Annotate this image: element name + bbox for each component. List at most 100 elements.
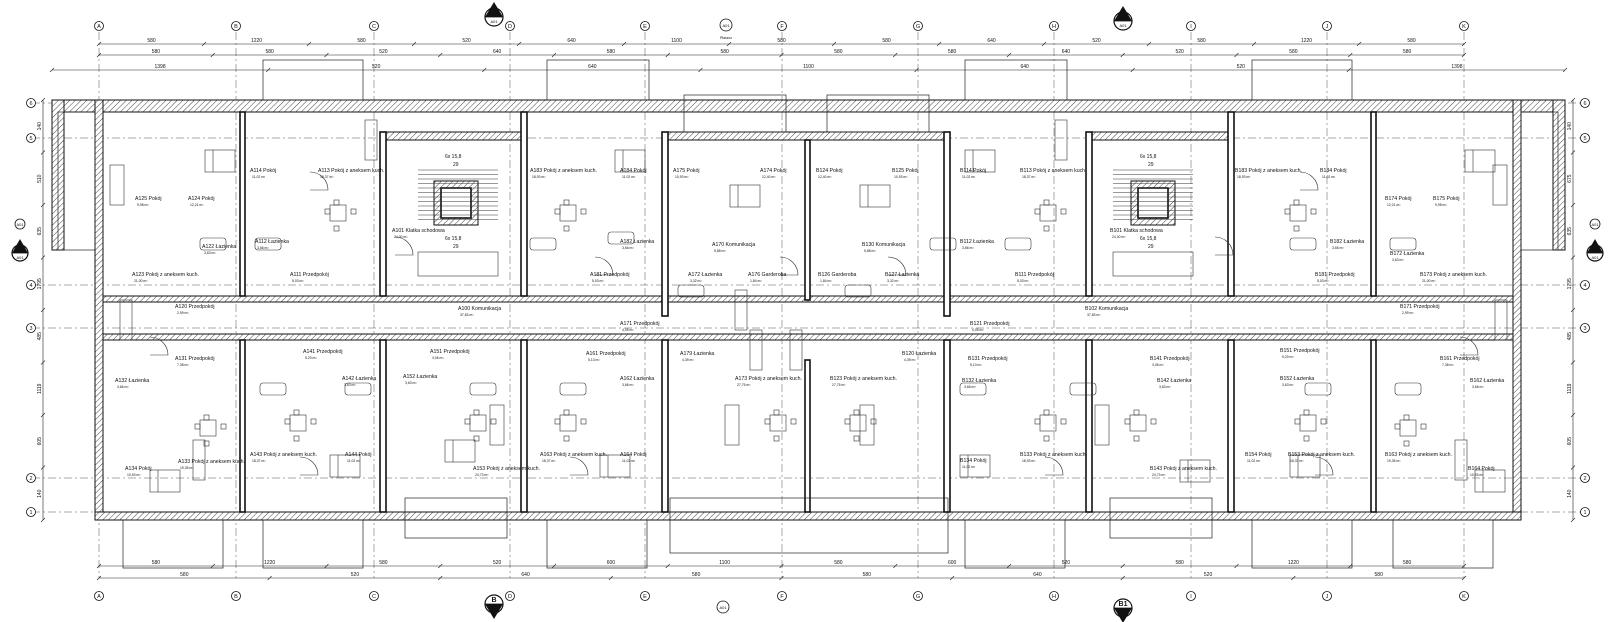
balcony	[546, 519, 648, 569]
axis-label: 3	[1583, 326, 1586, 332]
chair	[1043, 225, 1050, 232]
dining-table	[1399, 419, 1417, 437]
door-swing	[299, 456, 319, 476]
dimension-value: 640	[1033, 572, 1042, 578]
bed	[964, 149, 996, 173]
room-area: 27,75 m²	[832, 383, 846, 387]
stair-steps-lower-b: 29	[1148, 244, 1154, 250]
room-area: 12,21 m²	[1387, 203, 1401, 207]
chair	[1150, 418, 1157, 425]
dimension-tick	[411, 41, 417, 47]
stair-landing	[417, 251, 499, 277]
dimension-tick	[1120, 52, 1125, 58]
dimension-tick	[893, 52, 898, 58]
side-balcony	[57, 111, 96, 251]
dimension-value: 580	[834, 49, 843, 55]
room-area: 3,66 m²	[964, 385, 976, 389]
dimension-tick	[1146, 41, 1152, 47]
dimension-tick	[1461, 575, 1467, 581]
stair-labels: 6x 15,8 29 6x 15,8 29 6x 15,8 29 6x 15,8…	[445, 154, 1157, 250]
room-label: A133 Pokój z aneksem kuch.	[178, 459, 245, 465]
dimension-tick	[936, 41, 942, 47]
dimension-tick	[1562, 67, 1568, 73]
room-label: B173 Pokój z aneksem kuch.	[1420, 272, 1487, 278]
room-label: A113 Pokój z aneksem kuch.	[318, 168, 385, 174]
room-area: 19,35 m²	[1387, 459, 1401, 463]
axis-bubble	[777, 21, 787, 31]
axis-label: I	[1190, 594, 1192, 600]
axis-label: 1	[1583, 510, 1586, 516]
dimension-tick	[1570, 517, 1576, 523]
sofa	[1094, 404, 1110, 446]
outer-wall	[94, 99, 104, 521]
dimension-value: 580	[152, 560, 161, 566]
room-area: 37,83 m²	[460, 313, 474, 317]
chair	[1284, 208, 1291, 215]
dimension-value: 1100	[719, 560, 730, 566]
dimension-tick	[1234, 563, 1239, 569]
kitchen-counter	[364, 119, 378, 161]
room-label: B183 Pokój z aneksem kuch.	[1235, 168, 1302, 174]
outer-wall	[384, 131, 528, 141]
dimension-value: 640	[521, 572, 530, 578]
dining-table	[1039, 414, 1057, 432]
room-area: 5,13 m²	[588, 358, 600, 362]
dimension-value: 520	[372, 64, 381, 70]
room-label: A183 Pokój z aneksem kuch.	[530, 168, 597, 174]
chair	[220, 423, 227, 430]
room-area: 24,30 m²	[394, 235, 408, 239]
room-area: 3,63 m²	[344, 383, 356, 387]
dimension-tick	[1461, 52, 1467, 58]
room-label: B172 Łazienka	[1390, 251, 1424, 257]
corridor-wall	[102, 333, 1514, 341]
detail-note: Płaszcz	[720, 36, 732, 40]
bathtub	[1069, 382, 1097, 396]
outer-wall	[51, 99, 1566, 113]
chair	[563, 435, 570, 442]
room-label: A179 Łazienka	[680, 351, 714, 357]
room-area: 37,83 m²	[1087, 313, 1101, 317]
dining-table	[559, 204, 577, 222]
kitchen-counter	[749, 329, 763, 371]
room-label: B133 Pokój z aneksem kuch.	[1020, 452, 1087, 458]
partition-wall	[1227, 339, 1235, 513]
axis-bubble	[231, 591, 241, 601]
chair	[1060, 208, 1067, 215]
balcony	[262, 519, 364, 569]
axis-label: F	[780, 594, 784, 600]
outer-wall	[1089, 131, 1233, 141]
dimension-value: 580	[379, 560, 388, 566]
balcony	[964, 59, 1068, 101]
detail-ref	[719, 18, 733, 32]
dimension-tick	[1006, 52, 1012, 58]
room-area: 11,02 m²	[622, 175, 636, 179]
axis-label: B	[234, 24, 238, 30]
dimension-value: 485	[37, 332, 43, 341]
room-area: 12,40 m²	[762, 175, 776, 179]
dimension-tick	[40, 255, 46, 260]
sofa	[859, 404, 875, 446]
dimension-value: 580	[882, 38, 891, 44]
bed	[204, 149, 236, 173]
axis-label: 1	[29, 510, 32, 516]
chair	[1293, 225, 1300, 232]
dimension-value: 580	[777, 38, 786, 44]
section-label: B1	[1119, 601, 1128, 608]
dimension-tick	[210, 52, 215, 58]
axis-bubble	[913, 591, 923, 601]
sofa	[1492, 164, 1508, 206]
axis-bubble	[26, 323, 36, 333]
chair	[333, 199, 340, 206]
room-area: 24,73 m²	[1152, 473, 1166, 477]
axis-label: J	[1326, 24, 1329, 30]
chair	[1293, 199, 1300, 206]
door-swing	[1299, 171, 1319, 191]
dimension-tick	[40, 202, 46, 208]
dimension-value: 580	[152, 49, 161, 55]
bed	[859, 184, 891, 208]
dimension-tick	[96, 563, 102, 569]
dimension-tick	[665, 563, 670, 569]
room-area: 18,93 m²	[532, 175, 546, 179]
chair	[1394, 423, 1401, 430]
